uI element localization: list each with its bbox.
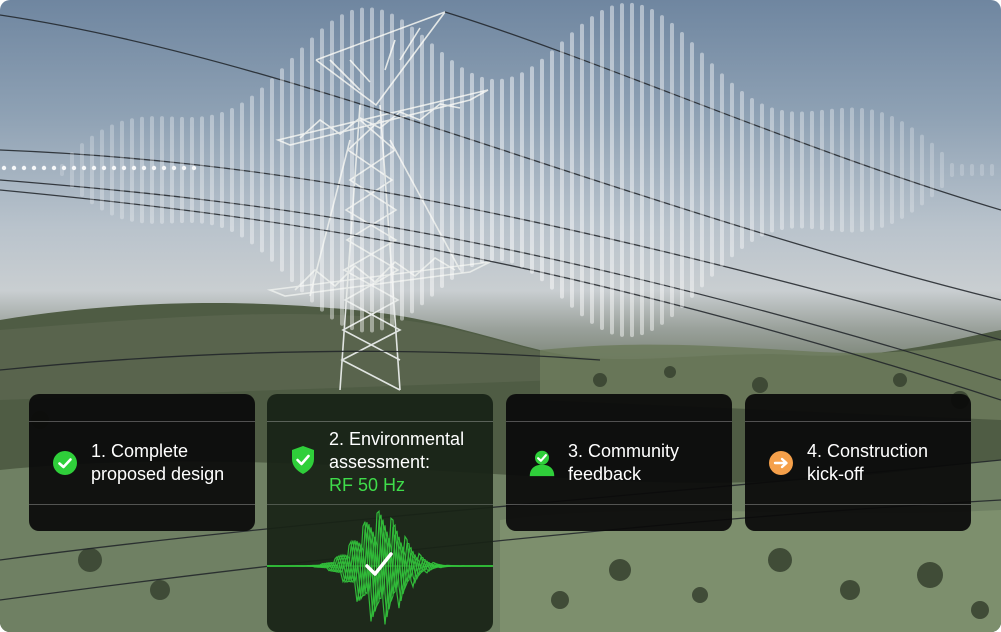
card-divider (745, 421, 971, 422)
card-divider (267, 421, 493, 422)
step-card-construction-kickoff: 4. Construction kick-off (745, 394, 971, 531)
signal-waveform (267, 509, 493, 625)
card-divider (267, 504, 493, 505)
step-label: 3. Community feedback (568, 440, 680, 484)
step-card-community-feedback: 3. Community feedback (506, 394, 732, 531)
shield-check-icon (289, 446, 317, 474)
card-divider (29, 504, 255, 505)
checkmark-icon (365, 552, 393, 576)
step-label: 4. Construction kick-off (807, 440, 929, 484)
check-circle-icon (51, 449, 79, 477)
arrow-circle-icon (767, 449, 795, 477)
card-divider (745, 504, 971, 505)
step-label: 2. Environmental assessment: RF 50 Hz (329, 428, 493, 497)
person-check-icon (528, 449, 556, 477)
frequency-value: RF 50 Hz (329, 475, 406, 495)
card-divider (506, 421, 732, 422)
card-divider (29, 421, 255, 422)
step-card-environmental-assessment: 2. Environmental assessment: RF 50 Hz (267, 394, 493, 632)
step-label-text: 2. Environmental assessment: (329, 429, 465, 472)
step-card-complete-design: 1. Complete proposed design (29, 394, 255, 531)
step-label: 1. Complete proposed design (91, 440, 225, 484)
card-divider (506, 504, 732, 505)
